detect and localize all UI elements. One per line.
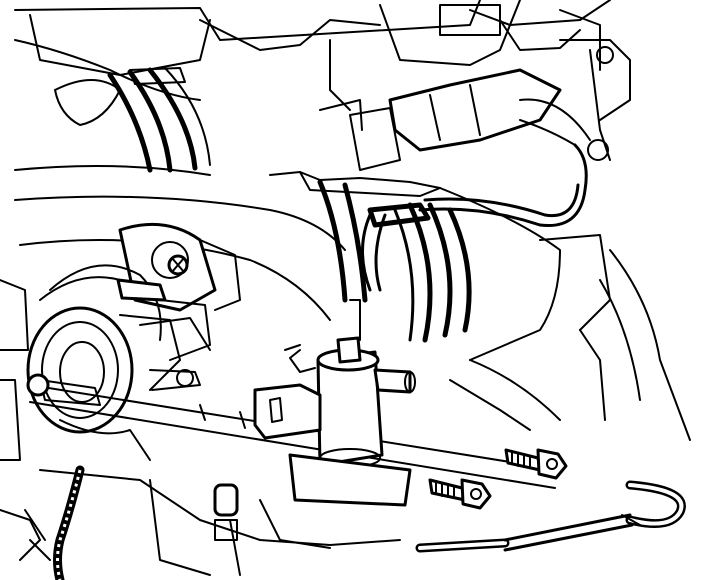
vacuum-hose bbox=[415, 480, 686, 553]
sensor-housing bbox=[319, 39, 631, 171]
bolt-right bbox=[504, 448, 568, 480]
wire-conduit bbox=[24, 465, 85, 580]
lower-structure bbox=[0, 279, 401, 576]
main-intake-duct bbox=[14, 171, 611, 361]
upper-intake-tube bbox=[14, 39, 211, 176]
bolt-left bbox=[428, 478, 492, 510]
wire-harness bbox=[361, 119, 588, 292]
solenoid bbox=[253, 299, 416, 507]
right-shroud bbox=[449, 249, 691, 441]
